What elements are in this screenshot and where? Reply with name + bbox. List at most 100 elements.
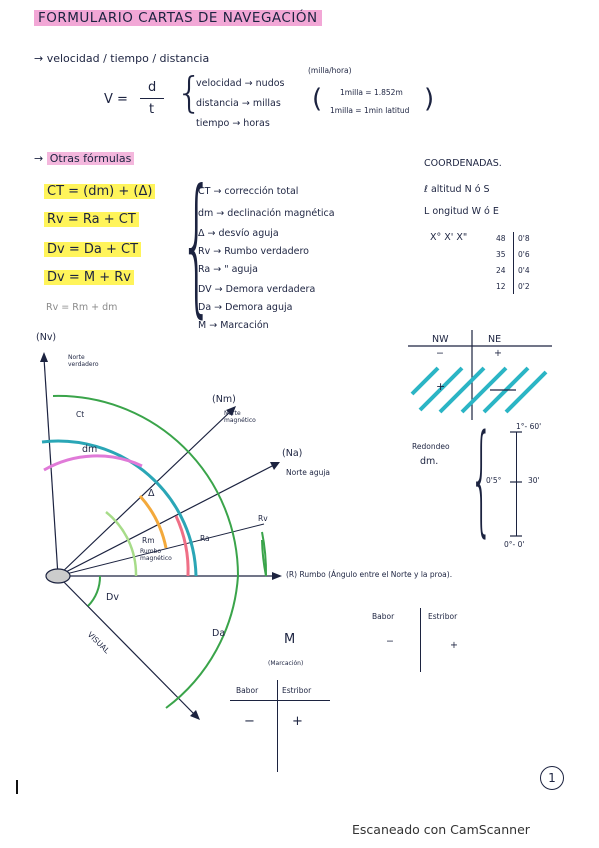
coords-longitude: L ongitud W ó E [424,206,499,217]
conv-right-3: 0'4 [518,266,530,275]
label-rm-sub: Rumbo magnético [140,548,172,562]
rounding-middle-left: 0'5° [486,476,502,485]
label-ra: Ra [200,534,210,543]
formula-numerator: d [148,80,157,95]
brace-speed: { [176,68,203,117]
quadrant-lower-plus: + [436,380,445,393]
side-babor: Babor [372,612,395,621]
label-delta: Δ [148,488,155,499]
label-rv: Rv [258,514,268,523]
left-margin-mark [16,780,18,794]
arc-da [52,394,239,577]
nv-arrowhead [40,352,48,362]
brace-definitions: { [180,158,214,332]
marcacion-minus: − [244,714,255,729]
marcacion-sub: (Marcación) [268,660,304,667]
conversion-axis [513,232,514,294]
section-heading-formulas: → Otras fórmulas [34,152,135,165]
rounding-middle-right: 30' [528,476,540,485]
side-estribor: Estribor [428,612,458,621]
conv-left-2: 35 [496,250,506,259]
brace-rounding: { [470,410,493,549]
label-nv-sub: Norte verdadero [68,354,99,368]
arc-ra [174,515,190,577]
marcacion-hline [230,700,330,701]
paren-left: ( [312,84,323,114]
na-axis [57,463,277,577]
definition-ra: Ra → " aguja [198,264,258,275]
paren-right: ) [424,84,435,114]
arc-dv [87,575,102,607]
formula-rv-rm: Rv = Rm + dm [46,302,118,313]
label-da: Da [212,628,226,639]
fraction-bar [140,98,164,99]
side-divider [420,608,421,672]
nm-axis [57,409,233,577]
label-na: (Na) [282,448,303,459]
label-r: (R) Rumbo (Ángulo entre el Norte y la pr… [286,570,453,579]
rounding-label: Redondeo [412,442,450,451]
formula-v: V = [104,92,128,107]
label-rm: Rm [142,536,155,545]
definition-da: Da → Demora aguja [198,302,293,313]
marcacion-label: M [284,632,296,647]
quadrant-ne: NE [488,334,502,345]
equivalence-2: 1milla = 1min latitud [330,106,410,115]
speed-line-3: tiempo → horas [196,118,270,129]
coords-latitude: ℓ altitud N ó S [424,184,490,195]
side-plus: + [450,640,458,651]
visual-arrowhead [190,710,200,720]
conv-left-1: 48 [496,234,506,243]
speed-line-2: distancia → millas [196,98,281,109]
label-dv: Dv [106,592,119,603]
speed-line-1: velocidad → nudos [196,78,285,89]
label-dm: dm [82,444,98,455]
conv-right-2: 0'6 [518,250,530,259]
unit-note: (milla/hora) [308,66,352,75]
definition-dm: dm → declinación magnética [198,208,335,219]
conv-right-1: 0'8 [518,234,530,243]
na-arrowhead [270,462,280,470]
definition-dv: DV → Demora verdadera [198,284,316,295]
quadrant-nw: NW [432,334,449,345]
coords-heading: COORDENADAS. [424,158,502,169]
arc-delta [138,494,168,549]
ship-origin [45,568,71,584]
quadrant-minus: − [436,348,444,359]
formula-rv: Rv = Ra + CT [44,212,139,227]
page-title: FORMULARIO CARTAS DE NAVEGACIÓN [34,10,322,26]
label-nm: (Nm) [212,394,236,405]
definition-ct: CT → corrección total [198,186,299,197]
equivalence-1: 1milla = 1.852m [340,88,403,97]
coords-units: X° X' X" [430,232,468,243]
quadrant-plus: + [494,348,502,359]
visual-axis [57,575,197,717]
nm-arrowhead [226,406,236,416]
label-nm-sub: Norte magnético [224,410,256,424]
section-heading-speed: → velocidad / tiempo / distancia [34,52,210,65]
marcacion-plus: + [292,714,303,729]
rounding-dm: dm. [420,456,439,467]
arc-rv-upper [261,531,268,577]
marcacion-estribor: Estribor [282,686,312,695]
definition-delta: Δ → desvío aguja [198,228,279,239]
quadrant-hatch [410,366,548,414]
definition-m: M → Marcación [198,320,269,331]
marcacion-babor: Babor [236,686,259,695]
marcacion-vline [277,680,278,772]
arc-rm [105,511,138,577]
side-minus: − [386,636,394,647]
label-na-sub: Norte aguja [286,468,331,477]
arc-da-lower [165,575,239,709]
formula-ct: CT = (dm) + (Δ) [44,184,156,199]
conv-left-4: 12 [496,282,506,291]
r-arrowhead [272,572,282,580]
conv-left-3: 24 [496,266,506,275]
rounding-top: 1°- 60' [516,422,542,431]
page-number: 1 [540,766,564,790]
formula-denominator: t [149,102,155,117]
bearing-diagram [40,352,282,720]
arc-ct [41,439,198,577]
rv-axis [57,523,265,577]
